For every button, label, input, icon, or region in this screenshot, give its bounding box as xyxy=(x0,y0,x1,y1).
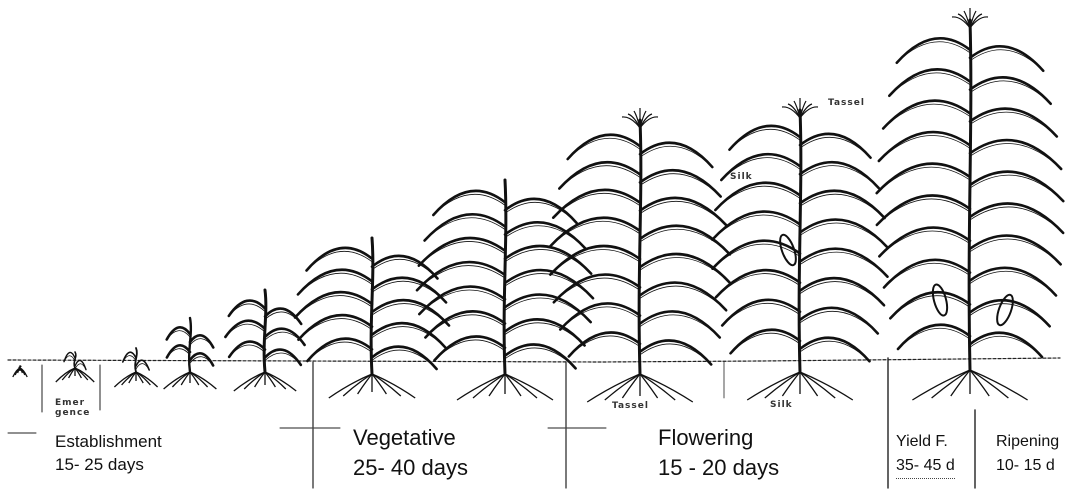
maize-plant xyxy=(164,318,217,389)
maize-plant xyxy=(56,352,94,382)
phase-duration: 10- 15 d xyxy=(996,454,1059,478)
phase-duration: 25- 40 days xyxy=(353,453,468,483)
emergence-line1: Emer xyxy=(55,398,85,408)
tassel-bottom-caption: Tassel xyxy=(612,401,649,411)
phase-name: Ripening xyxy=(996,430,1059,454)
silk-bottom-caption: Silk xyxy=(770,400,793,410)
maize-plant xyxy=(877,8,1064,400)
maize-plant xyxy=(550,108,730,402)
maize-plant xyxy=(295,238,449,398)
phase-ripening: Ripening 10- 15 d xyxy=(996,430,1059,478)
silk-annotation: Silk xyxy=(730,172,753,182)
phase-name: Vegetative xyxy=(353,423,468,453)
phase-duration: 15 - 20 days xyxy=(658,453,779,483)
phase-name: Flowering xyxy=(658,423,779,453)
maize-plant xyxy=(225,290,304,391)
phase-name: Yield F. xyxy=(896,430,955,454)
phase-name: Establishment xyxy=(55,430,162,453)
emergence-caption: Emer gence xyxy=(55,398,90,418)
maize-plants xyxy=(13,8,1063,402)
phase-flowering: Flowering 15 - 20 days xyxy=(658,423,779,483)
phase-duration: 15- 25 days xyxy=(55,453,162,476)
maize-plant xyxy=(114,348,157,387)
phase-duration: 35- 45 d xyxy=(896,454,955,479)
maize-plant xyxy=(712,98,887,400)
emergence-line2: gence xyxy=(55,408,90,418)
phase-vegetative: Vegetative 25- 40 days xyxy=(353,423,468,483)
phase-establishment: Establishment 15- 25 days xyxy=(55,430,162,476)
maize-plant xyxy=(13,366,27,377)
ground-line xyxy=(8,358,1060,362)
tassel-annotation: Tassel xyxy=(828,98,865,108)
phase-yield-formation: Yield F. 35- 45 d xyxy=(896,430,955,479)
